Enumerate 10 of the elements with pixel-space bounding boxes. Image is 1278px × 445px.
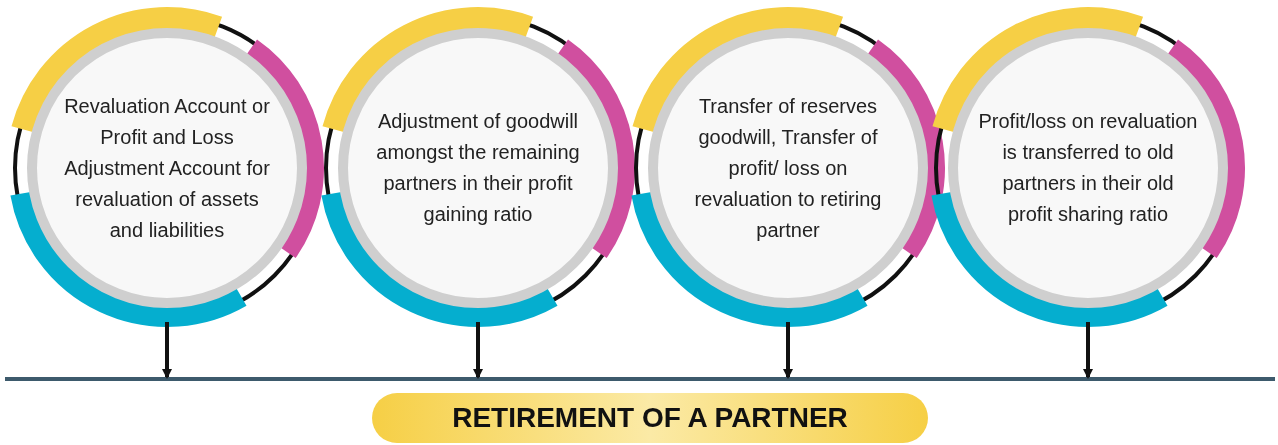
arrow: [783, 322, 793, 379]
arrow: [473, 322, 483, 379]
title-banner: RETIREMENT OF A PARTNER: [372, 393, 928, 443]
step-text: Adjustment of goodwill amongst the remaining partners in their profit gaining ratio: [375, 109, 581, 227]
step-text: Profit/loss on revaluation is transferred to old partners in their old profit sharing ratio: [978, 109, 1198, 227]
timeline-bar: [5, 377, 1275, 381]
arrow: [1083, 322, 1093, 379]
arrow: [162, 322, 172, 379]
step-text: Transfer of reserves goodwill, Transfer of profit/ loss on revaluation to retiring partner: [693, 93, 883, 243]
step-text: Revaluation Account or Profit and Loss Adjustment Account for revaluation of assets and liabilities: [63, 93, 271, 243]
